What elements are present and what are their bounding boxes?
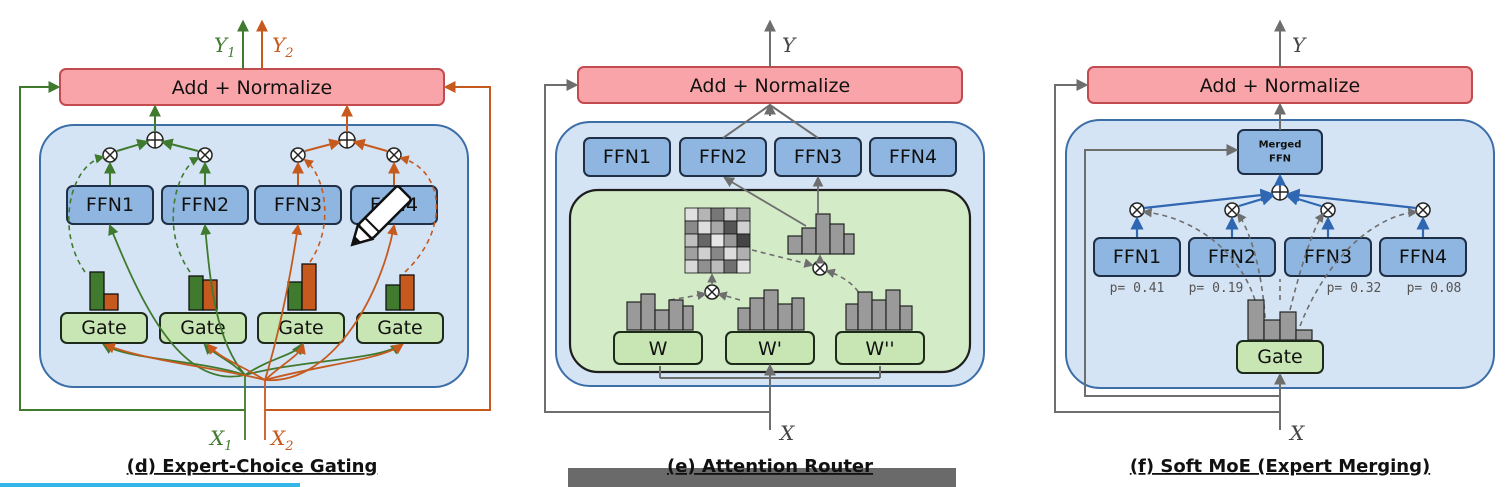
panel-f-caption: (f) Soft MoE (Expert Merging) (1130, 456, 1430, 477)
panel-e-input-x: X (778, 421, 795, 445)
panel-d-mul4-to-sum (352, 138, 388, 152)
panel-f-multiply-node-4 (1415, 202, 1431, 218)
panel-d-mul1-to-sum (116, 139, 150, 152)
panel-d-add-normalize-label: Add + Normalize (172, 77, 332, 99)
panel-expert-choice-gating: Add + Normalize Y1 Y2 (19, 19, 491, 477)
panel-f-prob-3: p= 0.32 (1327, 281, 1382, 296)
panel-e-multiply-node-bottom (704, 284, 720, 300)
panel-d-multiply-node-4 (386, 147, 402, 163)
panel-f-ffn4-box (1379, 237, 1467, 277)
scrubber-bar[interactable] (568, 468, 956, 487)
panel-d-routing-orange (103, 223, 404, 440)
pencil-icon (350, 185, 412, 247)
panel-d-score-path-3 (303, 158, 326, 263)
panel-f-sum-plus-icon (1272, 184, 1288, 200)
panel-e-ffn1-label: FFN1 (603, 146, 651, 168)
panel-e-wp-to-mul (717, 291, 741, 301)
panel-e-input-split (659, 366, 881, 379)
panel-d-background (39, 124, 469, 388)
panel-f-merged-ffn-box (1237, 129, 1323, 175)
panel-f-ffn1-box (1093, 237, 1181, 277)
panel-d-score-bars-4 (385, 274, 415, 311)
panel-d-input-x1: X1 (208, 426, 233, 454)
panel-f-ffn2-label: FFN2 (1208, 246, 1256, 268)
panel-d-sum-node-orange-plus-icon (339, 132, 355, 148)
panel-d-ffn3-label: FFN3 (274, 194, 322, 216)
panel-d-ffn2-label: FFN2 (181, 194, 229, 216)
panel-f-residual (1054, 79, 1280, 413)
panel-d-mul2-to-sum (160, 138, 199, 152)
panel-soft-moe: Add + Normalize Y Merged FFN (1054, 19, 1495, 477)
panel-f-ffn1-label: FFN1 (1113, 246, 1161, 268)
panel-f-multiply-node-1 (1129, 202, 1145, 218)
panel-e-w-prime-label: W' (758, 338, 782, 360)
panel-f-prob-4: p= 0.08 (1407, 281, 1462, 296)
panel-f-multiply-node-2 (1224, 202, 1240, 218)
panel-d-gate3-label: Gate (278, 317, 324, 339)
panel-f-input-x: X (1288, 421, 1305, 445)
panel-d-multiply-node-3 (290, 147, 306, 163)
panel-d-score-bars-1 (89, 271, 119, 311)
panel-d-sum-node-green-plus-icon (147, 132, 163, 148)
panel-e-ffn3-label: FFN3 (794, 146, 842, 168)
panel-e-ffn2-label: FFN2 (699, 146, 747, 168)
panel-f-merged-label-1: Merged (1259, 140, 1302, 151)
panel-f-prob-1: p= 0.41 (1110, 281, 1165, 296)
panel-e-score-to-ffn2 (723, 176, 807, 227)
panel-f-ffn3-label: FFN3 (1304, 246, 1352, 268)
panel-f-output-y: Y (1292, 33, 1307, 57)
panel-e-w-double-prime-box (835, 331, 925, 365)
panel-e-attention-matrix (684, 207, 751, 274)
panel-f-prob-2: p= 0.19 (1189, 281, 1244, 296)
panel-d-score-bars-2 (188, 275, 218, 311)
panel-d-multiply-node-1 (102, 147, 118, 163)
panel-e-output-y: Y (782, 33, 797, 57)
panel-e-ffn4-label: FFN4 (889, 146, 937, 168)
panel-d-score-path-4 (399, 155, 438, 273)
panel-e-projection-bars-wp (737, 289, 805, 331)
panel-f-gate-label: Gate (1257, 346, 1303, 368)
panel-e-matrix-to-mul (751, 249, 814, 268)
panel-f-ffn2-box (1188, 237, 1276, 277)
panel-e-router-scores (787, 213, 855, 255)
panel-d-gate4-label: Gate (377, 317, 423, 339)
panel-e-ffn-to-norm (722, 104, 819, 139)
panel-d-residual-orange (265, 81, 491, 411)
panel-f-input-to-merged (1084, 144, 1280, 397)
panel-d-output-y2: Y2 (272, 33, 293, 61)
panel-e-add-normalize-label: Add + Normalize (690, 75, 850, 97)
panel-d-gate1-label: Gate (81, 317, 127, 339)
panel-d-score-bars-3 (287, 263, 317, 311)
panel-e-w-label: W (649, 338, 668, 360)
panel-d-multiply-node-2 (197, 147, 213, 163)
panel-e-projection-bars-wpp (845, 289, 913, 331)
panel-d-mul3-to-sum (304, 138, 342, 152)
panel-f-merged-label-2: FFN (1269, 154, 1291, 165)
panel-f-gate-prob-paths (1142, 207, 1418, 327)
panel-d-ffn1-label: FFN1 (86, 194, 134, 216)
panel-e-ffn4-box (869, 137, 957, 177)
panel-e-w-to-mul (669, 290, 707, 301)
panel-e-residual (544, 79, 770, 413)
panel-f-weighted-sum-arrows (1130, 188, 1430, 237)
panel-e-multiply-node-top (812, 260, 828, 276)
panel-e-ffn1-box (583, 137, 671, 177)
panel-d-score-path-1 (68, 154, 105, 273)
panel-d-input-x2: X2 (269, 426, 294, 454)
panel-f-ffn4-label: FFN4 (1399, 246, 1447, 268)
panel-attention-router: Add + Normalize Y FFN1 FFN2 FFN3 FFN4 (544, 19, 985, 487)
panel-d-residual-green (19, 81, 245, 411)
panel-d-gate4-box (356, 312, 444, 344)
panel-d-gate1-box (60, 312, 148, 344)
video-progress-bar[interactable] (0, 483, 300, 487)
panel-e-projection-bars-w (626, 293, 694, 331)
panel-e-w-box (613, 331, 703, 365)
panel-f-add-normalize-label: Add + Normalize (1200, 75, 1360, 97)
panel-d-caption: (d) Expert-Choice Gating (127, 456, 378, 477)
panel-d-output-y1: Y1 (214, 33, 235, 61)
panel-d-gate2-label: Gate (180, 317, 226, 339)
panel-e-w-double-prime-label: W'' (865, 338, 894, 360)
panel-e-caption: (e) Attention Router (667, 456, 873, 477)
